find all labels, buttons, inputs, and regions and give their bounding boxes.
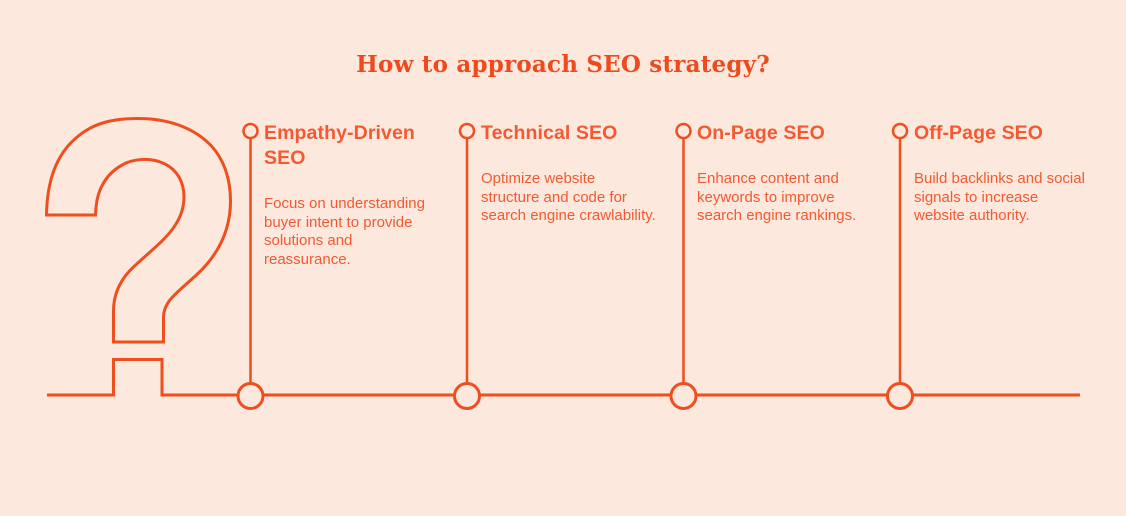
seo-step-column-off-page: Off-Page SEO Build backlinks and social … [914, 121, 1090, 226]
node-dot-top [675, 122, 692, 140]
step-description: Optimize website structure and code for … [481, 170, 656, 224]
node-circle-bottom [886, 382, 914, 410]
baseline-with-dot [47, 358, 1080, 397]
seo-step-column-technical: Technical SEO Optimize website structure… [481, 121, 657, 226]
node-dot-top [458, 122, 476, 140]
step-title: On-Page SEO [697, 122, 825, 144]
step-description: Build backlinks and social signals to in… [914, 170, 1085, 224]
step-title: Off-Page SEO [914, 122, 1044, 144]
node-dot-top [891, 122, 909, 140]
step-description: Focus on understanding buyer intent to p… [264, 195, 425, 268]
node-circle-bottom [236, 382, 265, 410]
step-description: Enhance content and keywords to improve … [697, 170, 857, 224]
node-dot-top [242, 122, 259, 140]
page-title: How to approach SEO strategy? [356, 51, 770, 78]
seo-step-column-empathy: Empathy-Driven SEO Focus on understandin… [264, 121, 440, 269]
node-circle-bottom [453, 382, 481, 410]
step-title: Technical SEO [481, 122, 618, 144]
node-circle-bottom [669, 382, 698, 410]
step-title: Empathy-Driven SEO [264, 122, 415, 169]
question-mark-icon [44, 116, 233, 344]
seo-step-column-on-page: On-Page SEO Enhance content and keywords… [697, 121, 873, 226]
